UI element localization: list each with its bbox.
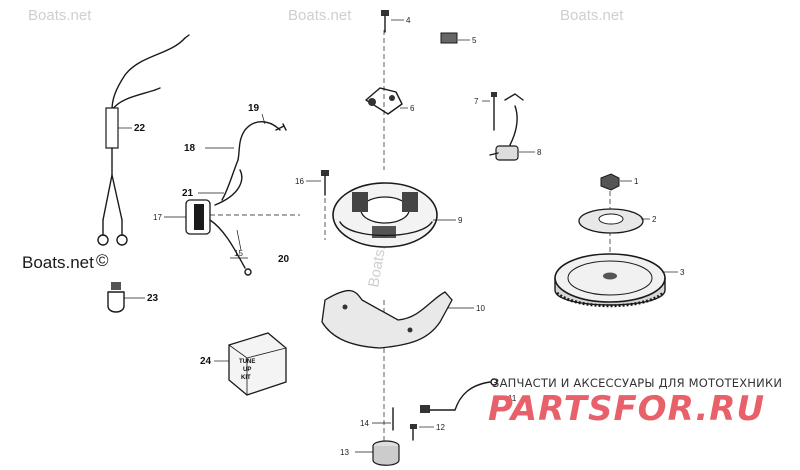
kit-label-up: UP	[243, 367, 251, 373]
callout-23: 23	[147, 293, 159, 304]
kit-label-tune: TUNE	[239, 359, 255, 365]
callout-5: 5	[472, 36, 477, 45]
callout-16: 16	[295, 177, 304, 186]
stator-plate-part	[332, 182, 438, 248]
callout-22: 22	[134, 123, 146, 134]
callout-24: 24	[200, 356, 212, 367]
callout-2: 2	[652, 215, 657, 224]
callout-21: 21	[182, 188, 194, 199]
callout-20: 20	[278, 254, 290, 265]
callout-7: 7	[474, 97, 479, 106]
callout-14: 14	[360, 419, 369, 428]
callout-9: 9	[458, 216, 463, 225]
callout-19: 19	[248, 103, 260, 114]
spark-plug-cap-part	[107, 282, 125, 313]
callout-1: 1	[634, 177, 639, 186]
callout-18: 18	[184, 143, 196, 154]
clip-part-5	[440, 32, 458, 44]
condenser-part	[489, 92, 524, 161]
ignition-coil-part	[185, 121, 287, 276]
flywheel-part	[554, 253, 666, 308]
lead-wire-part-11	[420, 378, 498, 413]
callout-6: 6	[410, 104, 415, 113]
screw-part-16	[321, 170, 329, 196]
callout-13: 13	[340, 448, 349, 457]
callout-11: 11	[508, 394, 517, 403]
tune-up-kit-box: TUNE UP KIT	[228, 332, 287, 396]
callout-15: 15	[234, 249, 243, 258]
watermark-left: Boats.net	[22, 253, 94, 272]
watermark-top-right: Boats.net	[560, 7, 624, 24]
watermark-top-center: Boats.net	[288, 7, 352, 24]
flywheel-nut-part	[600, 173, 620, 191]
wiring-harness-part	[97, 34, 190, 246]
kit-label-kit: KIT	[241, 375, 251, 381]
washer-plate-part	[578, 208, 644, 234]
breaker-points-part	[365, 87, 403, 115]
bushing-part	[372, 440, 400, 466]
store-tagline: ЗАПЧАСТИ И АКСЕССУАРЫ ДЛЯ МОТОТЕХНИКИ	[492, 376, 782, 390]
throttle-plate-part	[321, 289, 453, 349]
watermark-left-symbol: ©	[96, 251, 109, 270]
callout-4: 4	[406, 16, 411, 25]
callout-8: 8	[537, 148, 542, 157]
screw-part-4	[381, 10, 389, 33]
watermark-top-left: Boats.net	[28, 7, 92, 24]
callout-3: 3	[680, 268, 685, 277]
callout-17: 17	[153, 213, 162, 222]
callout-10: 10	[476, 304, 485, 313]
callout-12: 12	[436, 423, 445, 432]
store-logo: PARTSFOR.RU	[488, 389, 765, 429]
screw-part-12	[410, 424, 417, 441]
